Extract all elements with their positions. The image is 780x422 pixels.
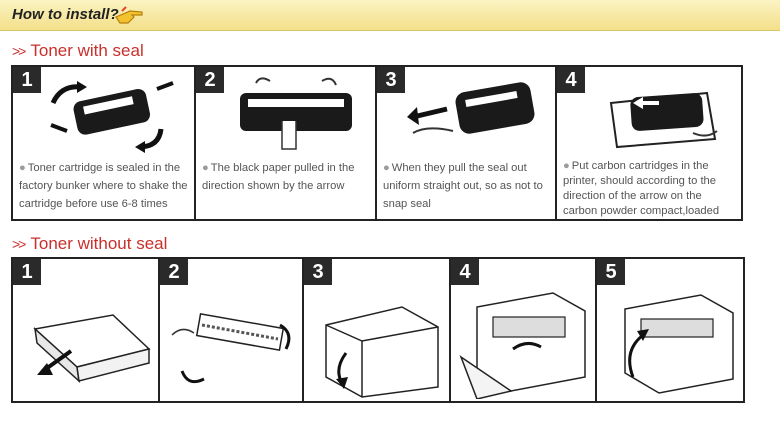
step-panel: 3 ●When they pull the seal out uniform s… (377, 67, 557, 219)
step-number: 1 (13, 259, 41, 285)
header-bar: How to install? (0, 0, 780, 31)
step-caption: ●Put carbon cartridges in the printer, s… (563, 160, 720, 217)
step-panel: 2 (160, 259, 304, 401)
step-number: 4 (451, 259, 479, 285)
bullet-icon: ● (19, 162, 26, 174)
pull-black-paper-illustration (240, 77, 352, 150)
page-title: How to install? (12, 6, 119, 23)
insert-cartridge-illustration (609, 91, 718, 149)
step-panel: 4 (451, 259, 597, 401)
chevron-double-right-icon: >> (12, 236, 26, 252)
bullet-icon: ● (202, 162, 209, 174)
shake-cartridge-illustration (171, 313, 291, 384)
step-number: 4 (557, 67, 585, 93)
section-title: Toner without seal (30, 234, 168, 253)
step-number: 1 (13, 67, 41, 93)
step-caption: ●Toner cartridge is sealed in the factor… (19, 162, 188, 210)
step-panel: 3 (304, 259, 451, 401)
insert-toner-illustration (459, 292, 586, 399)
step-number: 2 (160, 259, 188, 285)
remove-cartridge-illustration (33, 314, 151, 383)
step-caption: ●When they pull the seal out uniform str… (383, 162, 543, 210)
step-number: 3 (304, 259, 332, 285)
step-caption: ●The black paper pulled in the direction… (202, 162, 355, 192)
step-number: 2 (196, 67, 224, 93)
step-number: 5 (597, 259, 625, 285)
step-panel: 4 ●Put carbon cartridges in the printer,… (557, 67, 741, 219)
step-panel: 5 (597, 259, 743, 401)
step-panel: 2 ●The black paper pulled in the directi… (196, 67, 377, 219)
step-number: 3 (377, 67, 405, 93)
step-panel: 1 ●Toner cartridge is sealed in the fact… (13, 67, 196, 219)
panel-row-without-seal: 1 2 3 4 (11, 257, 745, 403)
close-printer-cover-illustration (624, 294, 734, 394)
open-printer-cover-illustration (325, 306, 439, 398)
bullet-icon: ● (563, 160, 570, 172)
step-panel: 1 (13, 259, 160, 401)
section-heading-with-seal: >>Toner with seal (12, 41, 144, 61)
pull-seal-illustration (407, 82, 535, 134)
chevron-double-right-icon: >> (12, 43, 26, 59)
pointing-hand-icon (115, 6, 143, 24)
bullet-icon: ● (383, 162, 390, 174)
shake-cartridge-illustration (50, 81, 174, 153)
section-title: Toner with seal (30, 41, 144, 60)
panel-row-with-seal: 1 ●Toner cartridge is sealed in the fact… (11, 65, 743, 221)
section-heading-without-seal: >>Toner without seal (12, 234, 167, 254)
